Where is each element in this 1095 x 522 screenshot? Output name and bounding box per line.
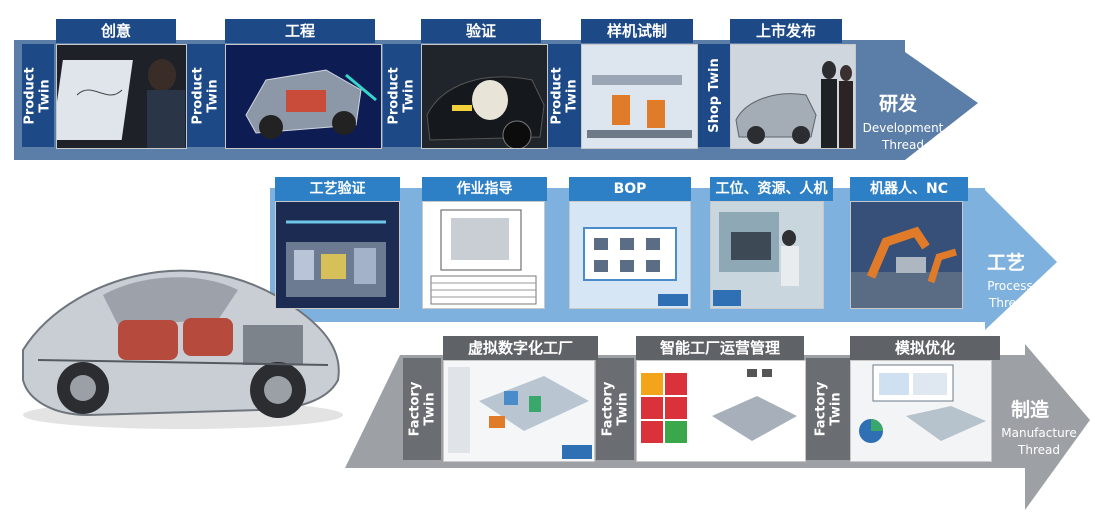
development-title: 研发: [878, 93, 917, 115]
simulation-charts-image: [850, 360, 992, 462]
factory-dashboard-image: [636, 360, 806, 462]
tab-simulation-optimization: 模拟优化: [850, 336, 1000, 360]
crash-test-image: [421, 44, 548, 149]
product-twin-label: Product Twin: [22, 44, 54, 147]
factory-twin-label: Factory Twin: [596, 358, 634, 460]
tab-work-instruction: 作业指导: [422, 177, 547, 201]
tab-bop: BOP: [569, 177, 691, 201]
process-subtitle: Process Thread: [987, 279, 1033, 310]
bop-image: [569, 201, 691, 309]
cutaway-car-image: [22, 269, 343, 429]
tab-process-validation: 工艺验证: [275, 177, 400, 201]
chassis-cad-image: [225, 44, 382, 149]
tab-robot-nc: 机器人、NC: [850, 177, 968, 201]
tab-virtual-factory: 虚拟数字化工厂: [443, 336, 598, 360]
tab-prototype: 样机试制: [581, 19, 693, 43]
product-twin-label: Product Twin: [187, 44, 225, 147]
showroom-image: [730, 44, 856, 149]
product-twin-label: Product Twin: [383, 44, 421, 147]
development-subtitle: Development Thread: [862, 121, 944, 152]
robot-cell-image: [850, 201, 963, 309]
factory-twin-label: Factory Twin: [403, 358, 441, 460]
virtual-factory-image: [443, 360, 595, 462]
tab-workstation: 工位、资源、人机: [710, 177, 833, 201]
plant-layout-image: [275, 201, 400, 309]
tab-launch: 上市发布: [730, 19, 842, 43]
tab-factory-operations: 智能工厂运营管理: [636, 336, 804, 360]
work-instruction-image: [422, 201, 545, 309]
manufacture-title: 制造: [1010, 399, 1049, 421]
designer-tablet-image: [56, 44, 187, 149]
workstation-image: [710, 201, 824, 309]
tab-engineering: 工程: [225, 19, 375, 43]
product-twin-label: Product Twin: [548, 44, 581, 147]
process-title: 工艺: [986, 252, 1025, 274]
tab-validation: 验证: [421, 19, 541, 43]
factory-twin-label: Factory Twin: [806, 358, 850, 460]
shop-twin-label: Shop Twin: [698, 44, 730, 147]
assembly-line-image: [581, 44, 698, 149]
manufacture-subtitle: Manufacture Thread: [1001, 426, 1077, 457]
tab-creative: 创意: [56, 19, 176, 43]
